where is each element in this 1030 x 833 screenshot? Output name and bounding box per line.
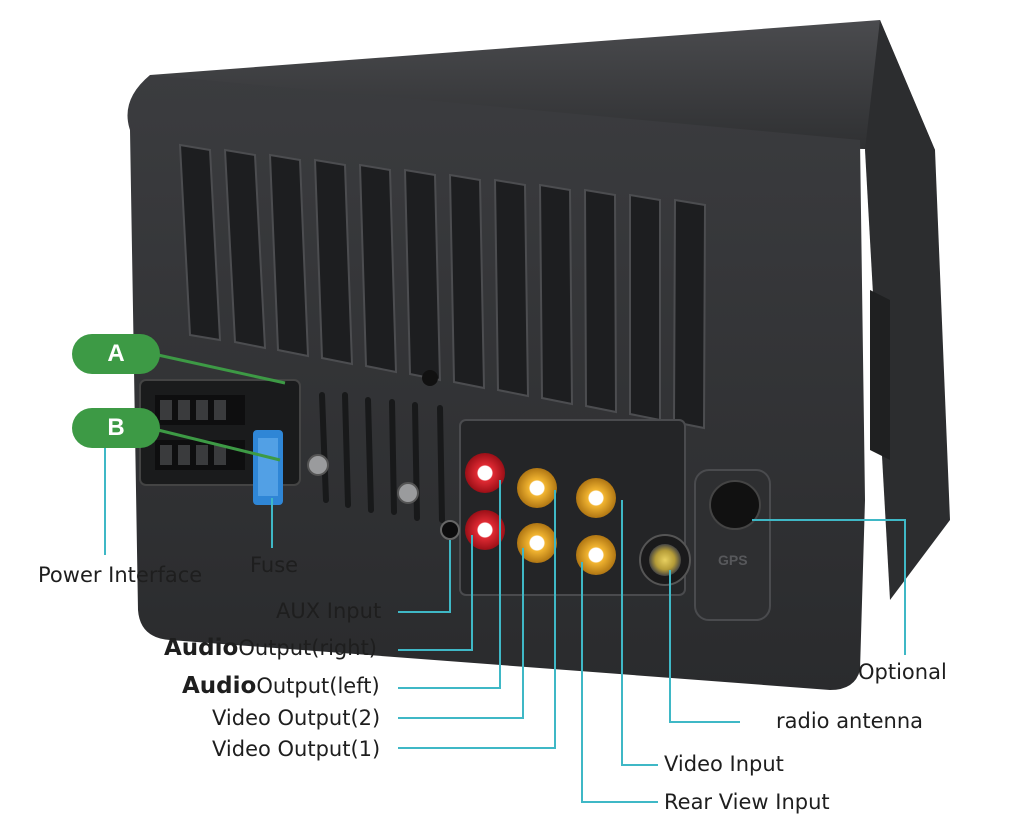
gps-socket	[709, 480, 761, 530]
label-video-input: Video Input	[664, 752, 784, 776]
label-rear-view-input: Rear View Input	[664, 790, 830, 814]
label-fuse: Fuse	[250, 553, 299, 577]
badge-leaders	[157, 353, 286, 462]
label-video-output-2: Video Output(2)	[212, 706, 381, 730]
badge-b: B	[72, 408, 160, 448]
label-optional: Optional	[858, 660, 947, 684]
label-power-interface: Power Interface	[38, 563, 203, 587]
label-aux-input: AUX Input	[276, 599, 382, 623]
label-audio-left-rest: Output(left)	[256, 674, 380, 698]
rca-jacks	[465, 453, 616, 575]
fuse	[253, 430, 283, 505]
gps-mark: GPS	[718, 552, 748, 568]
label-audio-right-bold: Audio	[164, 635, 239, 661]
label-audio-output-left: AudioOutput(left)	[182, 675, 380, 698]
label-audio-left-bold: Audio	[182, 673, 257, 699]
head-unit-body	[127, 20, 950, 690]
label-video-output-1: Video Output(1)	[212, 737, 381, 761]
label-audio-right-rest: Output(right)	[238, 636, 378, 660]
label-audio-output-right: AudioOutput(right)	[164, 637, 377, 660]
label-radio-antenna: radio antenna	[776, 709, 924, 733]
heatsink-fins	[178, 143, 707, 430]
aux-jack	[440, 520, 460, 540]
badge-a: A	[72, 334, 160, 374]
callout-leaders	[104, 440, 906, 803]
radio-antenna-socket	[649, 544, 681, 576]
